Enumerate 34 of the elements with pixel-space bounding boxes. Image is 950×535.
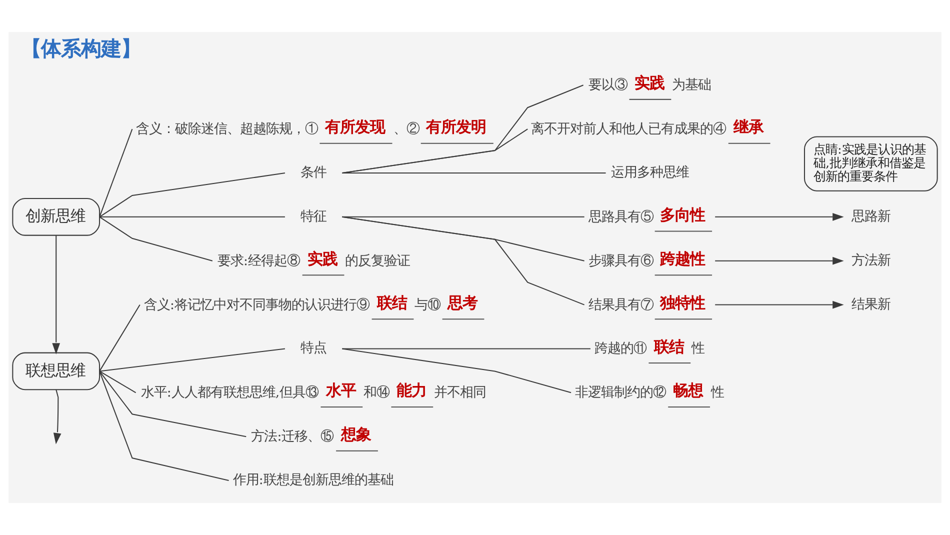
- connector: [342, 128, 528, 174]
- arrow: [715, 300, 844, 309]
- node-text: 特征: [300, 209, 326, 224]
- connector: [99, 216, 213, 262]
- connector: [99, 128, 133, 218]
- node-text: 特点: [300, 341, 326, 356]
- connector: [342, 216, 584, 306]
- connector: [99, 172, 286, 218]
- connector: [342, 348, 572, 394]
- node-box: 联想思维: [12, 352, 100, 390]
- node-box: 创新思维: [12, 198, 100, 236]
- node-text: 作用:联想是创新思维的基础: [232, 472, 394, 488]
- connector: [342, 216, 584, 262]
- node-text: 方法新: [851, 253, 890, 268]
- arrow: [53, 389, 62, 444]
- connector: [99, 370, 246, 438]
- node-text: 结果新: [851, 297, 890, 312]
- connector: [342, 216, 584, 218]
- arrow: [52, 235, 60, 354]
- arrow: [715, 256, 844, 265]
- node-box: 点睛:实践是认识的基础,批判继承和借鉴是创新的重要条件: [804, 136, 938, 192]
- diagram-title: 【体系构建】: [20, 36, 141, 60]
- node-text: 条件: [300, 165, 326, 180]
- node-text: 运用多种思维: [610, 165, 689, 180]
- connector: [342, 348, 590, 350]
- connector: [99, 371, 229, 482]
- connector: [100, 216, 285, 218]
- node-text: 思路新: [851, 209, 890, 224]
- connector: [99, 304, 140, 372]
- connector: [99, 370, 136, 394]
- arrow: [715, 213, 844, 221]
- connector: [99, 348, 286, 372]
- connector: [342, 172, 606, 174]
- connector: [342, 84, 584, 174]
